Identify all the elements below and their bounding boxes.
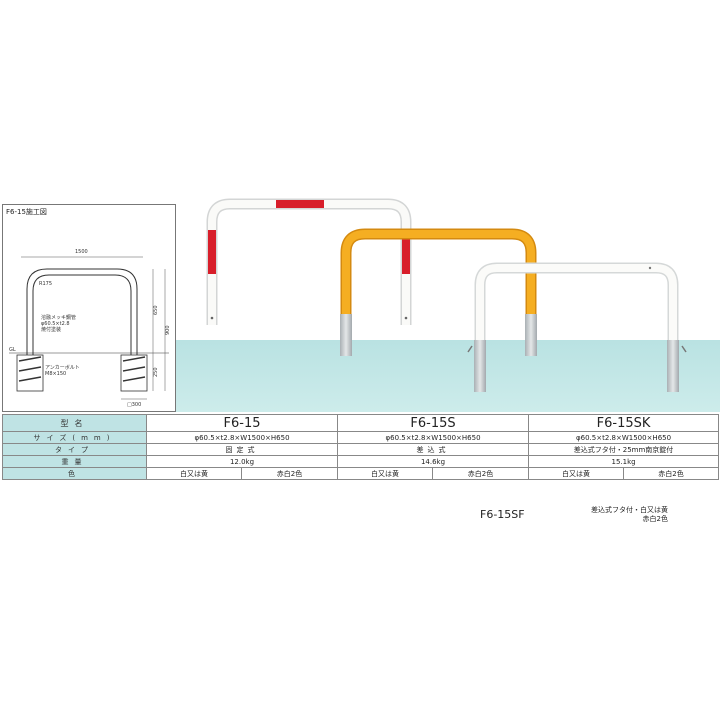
type-cell: 差込式	[337, 443, 530, 456]
type-cell: 固定式	[145, 443, 339, 456]
table-row: 重量 12.0kg 14.6kg 15.1kg	[2, 455, 720, 468]
product-illustrations	[206, 198, 687, 392]
weight-cell: 14.6kg	[337, 455, 530, 468]
weight-cell: 12.0kg	[145, 455, 339, 468]
color-cell: 白又は黄	[528, 467, 625, 480]
table-row: 型名 F6-15 F6-15S F6-15SK	[2, 414, 720, 432]
label-model: 型名	[2, 414, 147, 432]
pipe-note-3: 焼付塗装	[41, 326, 61, 333]
dim-width: 1500	[75, 249, 88, 255]
label-size: サイズ(mm)	[2, 431, 147, 444]
sf-desc-line-1: 差込式フタ付・白又は黄	[591, 506, 668, 514]
size-cell: φ60.5×t2.8×W1500×H650	[528, 431, 720, 444]
sf-desc-line-2: 赤白2色	[642, 515, 668, 523]
table-row: サイズ(mm) φ60.5×t2.8×W1500×H650 φ60.5×t2.8…	[2, 431, 720, 444]
dim-base: □300	[127, 402, 141, 408]
color-cell: 赤白2色	[623, 467, 720, 480]
label-weight: 重量	[2, 455, 147, 468]
table-row: 色 白又は黄 赤白2色 白又は黄 赤白2色 白又は黄 赤白2色	[2, 467, 720, 480]
sf-description: 差込式フタ付・白又は黄 赤白2色	[556, 506, 668, 524]
color-cell: 赤白2色	[240, 467, 339, 480]
pipe-note-2: φ60.5×t2.8	[41, 321, 70, 327]
drawing-title: F6-15施工図	[6, 208, 47, 216]
size-cell: φ60.5×t2.8×W1500×H650	[145, 431, 339, 444]
drawing-diagram: 1500 R175 GL 650 900 250 溶融メッキ鋼管 φ60.5×t…	[9, 249, 171, 408]
sf-model-name: F6-15SF	[480, 508, 525, 521]
pipe-note-1: 溶融メッキ鋼管	[41, 314, 76, 321]
dim-depth: 250	[153, 367, 159, 377]
dim-height-full: 900	[165, 325, 171, 335]
color-cell: 白又は黄	[337, 467, 434, 480]
dim-radius: R175	[39, 281, 52, 287]
red-white-barrier	[206, 198, 412, 325]
white-barrier	[467, 262, 687, 392]
model-f6-15sk: F6-15SK	[528, 414, 720, 432]
yellow-barrier	[340, 228, 537, 356]
dim-height-total: 650	[153, 305, 159, 315]
size-cell: φ60.5×t2.8×W1500×H650	[337, 431, 530, 444]
color-cell: 赤白2色	[432, 467, 530, 480]
model-f6-15: F6-15	[145, 414, 339, 432]
weight-cell: 15.1kg	[528, 455, 720, 468]
table-row: タイプ 固定式 差込式 差込式フタ付・25mm南京錠付	[2, 443, 720, 456]
spec-table: 型名 F6-15 F6-15S F6-15SK サイズ(mm) φ60.5×t2…	[2, 414, 720, 480]
gl-label: GL	[9, 347, 16, 353]
label-type: タイプ	[2, 443, 147, 456]
color-cell: 白又は黄	[146, 467, 242, 480]
anchor-note-2: M8×150	[45, 371, 66, 377]
label-color: 色	[2, 467, 147, 480]
model-f6-15s: F6-15S	[337, 414, 530, 432]
ground-band	[176, 340, 720, 412]
type-cell: 差込式フタ付・25mm南京錠付	[528, 443, 720, 456]
construction-drawing: F6-15施工図 1500 R175 GL 650 900 250 溶融メッキ鋼…	[2, 204, 176, 412]
anchor-note-1: アンカーボルト	[45, 364, 80, 371]
